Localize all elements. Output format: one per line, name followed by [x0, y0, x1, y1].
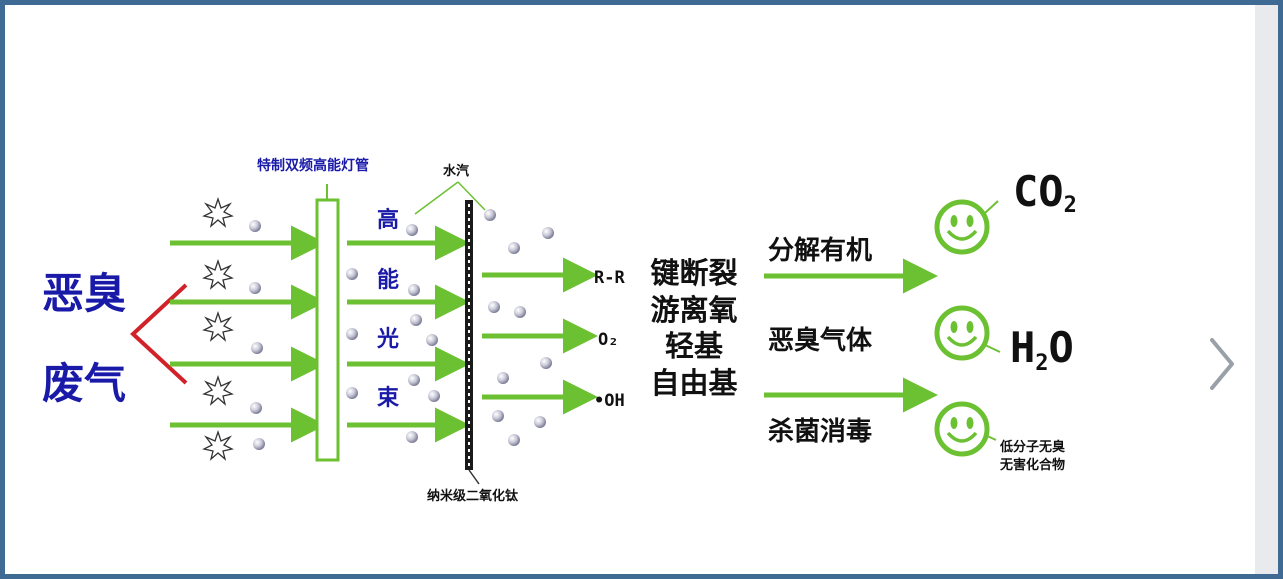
source-line-1: 恶臭 — [42, 269, 126, 318]
process-line-3: 轻基 — [665, 329, 724, 363]
face-leaders — [984, 200, 1001, 441]
input-arrows — [170, 225, 326, 443]
process-line-1: 键断裂 — [650, 256, 737, 290]
beam-char-3: 光 — [376, 327, 399, 352]
star-burst-icon — [202, 196, 234, 461]
radical-arrows — [482, 257, 598, 415]
source-line-2: 废气 — [42, 359, 126, 408]
lamp-label: 特制双频高能灯管 — [257, 157, 369, 174]
action-3: 杀菌消毒 — [768, 416, 872, 447]
vapor-label: 水汽 — [443, 163, 469, 179]
action-1: 分解有机 — [768, 236, 872, 266]
harmless-line-1: 低分子无臭 — [999, 439, 1065, 455]
fork-lines — [130, 283, 188, 385]
output-arrows — [764, 258, 938, 413]
beam-char-1: 高 — [377, 207, 399, 233]
chevron-right-icon — [1210, 338, 1234, 390]
lamp-tube — [315, 198, 340, 462]
vapor-leaders — [414, 181, 486, 215]
product-h2o: H2O — [1010, 323, 1074, 376]
product-co2: CO2 — [1013, 167, 1077, 218]
radical-o2: O₂ — [598, 330, 618, 350]
process-line-2: 游离氧 — [650, 293, 737, 327]
action-2: 恶臭气体 — [768, 325, 873, 356]
radical-rr: R-R — [594, 268, 625, 288]
beam-arrows — [347, 225, 470, 443]
next-button[interactable] — [1198, 330, 1246, 398]
titanium-label: 纳米级二氧化钛 — [427, 488, 519, 504]
process-line-4: 自由基 — [650, 366, 738, 400]
side-strip — [1255, 5, 1278, 574]
smiley-face-icon — [934, 199, 990, 457]
harmless-line-2: 无害化合物 — [999, 457, 1065, 473]
beam-char-4: 束 — [377, 385, 400, 411]
particles — [249, 209, 554, 450]
radical-oh: •OH — [594, 391, 625, 411]
titanium-screen — [465, 200, 473, 470]
beam-char-2: 能 — [377, 267, 399, 293]
titanium-leader — [468, 469, 480, 485]
